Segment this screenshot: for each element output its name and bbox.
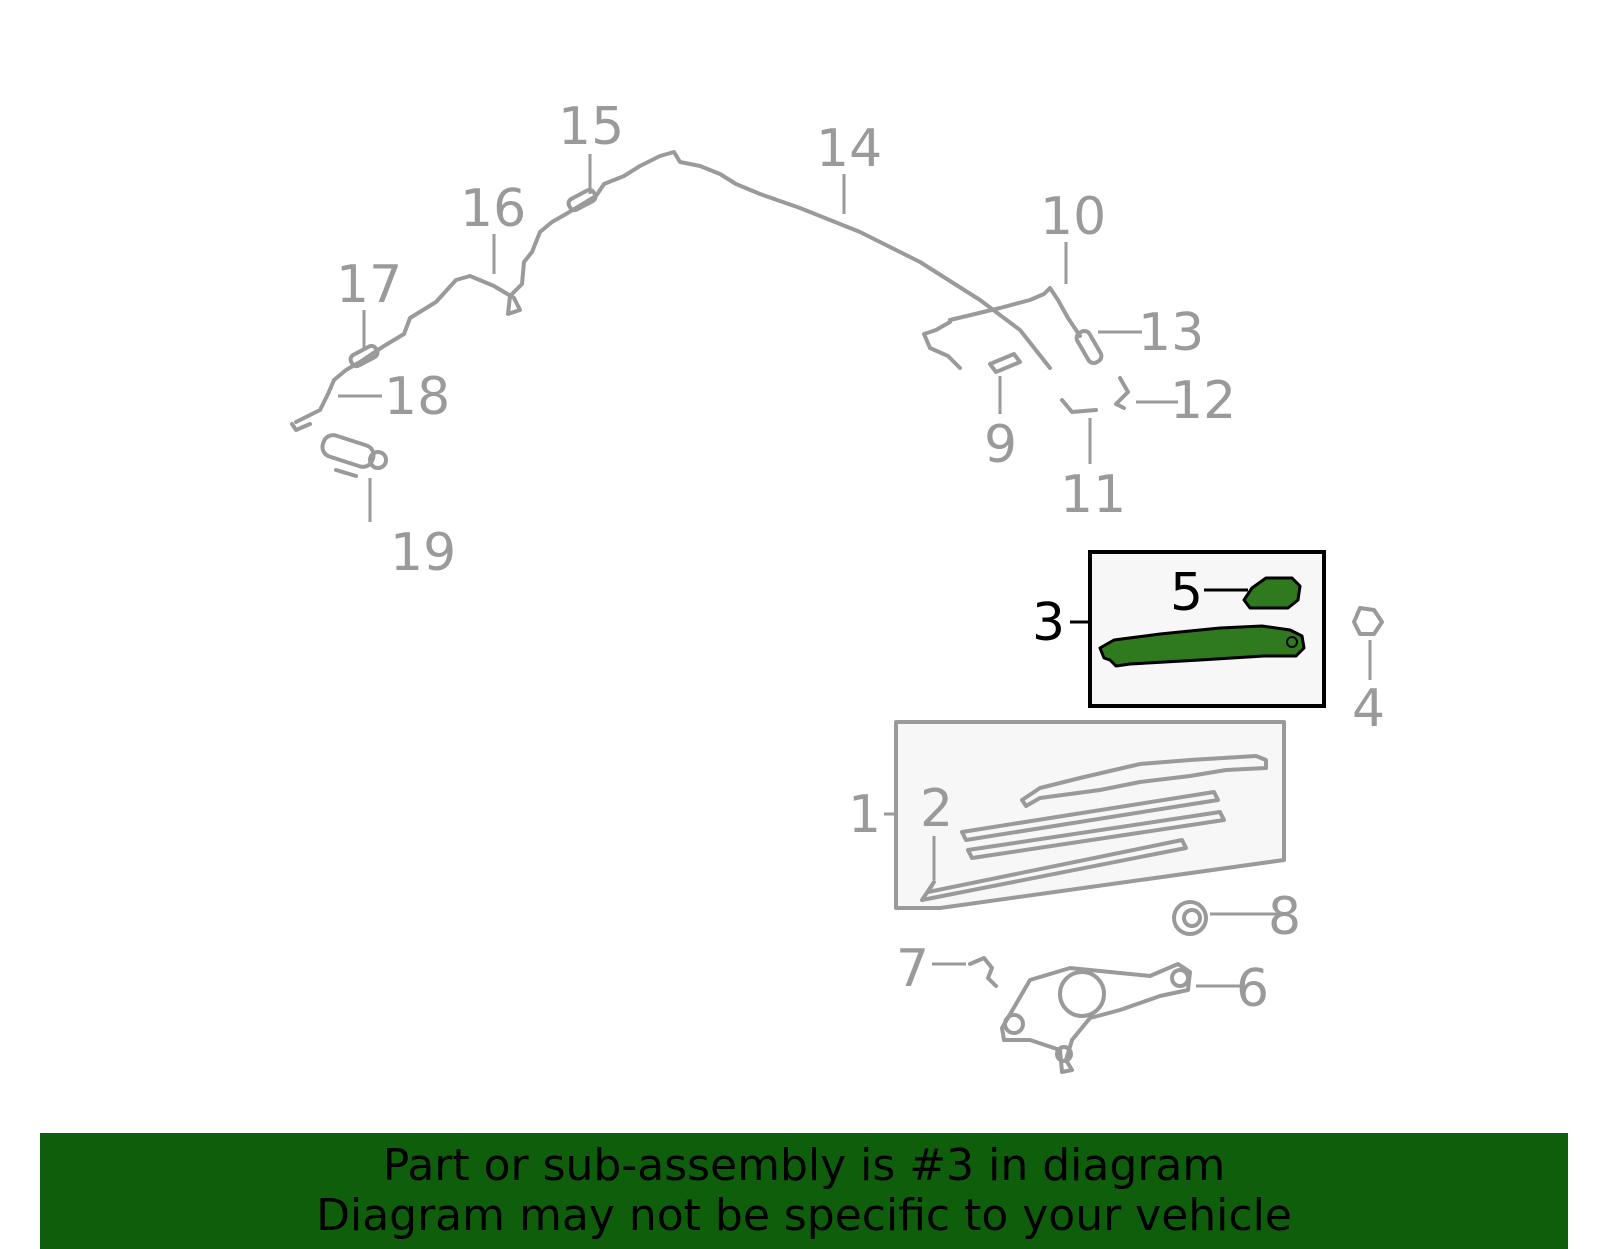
callout-17: 17 <box>336 255 402 315</box>
callout-15: 15 <box>558 97 624 157</box>
blade-rubber-part-2[interactable] <box>920 838 1188 902</box>
leader-lines <box>338 154 1372 988</box>
info-banner: Part or sub-assembly is #3 in diagram Di… <box>40 1133 1568 1249</box>
callout-8: 8 <box>1268 887 1301 947</box>
wiper-arm-part-3[interactable] <box>1098 624 1306 668</box>
callout-3: 3 <box>1032 593 1065 653</box>
blade-refill-upper <box>960 790 1220 842</box>
callout-16: 16 <box>460 179 526 239</box>
wiper-arm-cap-part-5[interactable] <box>1242 576 1302 610</box>
washer-pump-part-19[interactable] <box>320 433 388 478</box>
connector-part-13[interactable] <box>1074 328 1104 366</box>
callout-2: 2 <box>920 779 953 839</box>
callout-7: 7 <box>896 939 929 999</box>
callout-4: 4 <box>1352 679 1385 739</box>
callout-10: 10 <box>1040 187 1106 247</box>
connector-part-17[interactable] <box>348 343 380 369</box>
wiper-motor-part-6[interactable] <box>1000 962 1192 1074</box>
clip-part-9[interactable] <box>988 352 1022 374</box>
blade-frame <box>1020 754 1268 808</box>
wiper-arm-pivot <box>1286 636 1298 648</box>
callout-9: 9 <box>984 415 1017 475</box>
callout-11: 11 <box>1060 465 1126 525</box>
callout-14: 14 <box>816 119 882 179</box>
blade-assembly-box-part-1[interactable] <box>894 720 1286 910</box>
hose-branch-part-10[interactable] <box>948 286 1082 338</box>
bolt-part-7[interactable] <box>968 956 998 988</box>
cap-part-8[interactable] <box>1172 900 1208 936</box>
blade-refill-lower <box>966 810 1226 860</box>
elbow-part-11[interactable] <box>1060 398 1098 414</box>
callout-5: 5 <box>1170 563 1203 623</box>
joint-part-12[interactable] <box>1114 376 1130 410</box>
nut-part-4[interactable] <box>1352 606 1384 636</box>
callout-13: 13 <box>1138 303 1204 363</box>
banner-line-1: Part or sub-assembly is #3 in diagram <box>382 1140 1226 1191</box>
callout-12: 12 <box>1170 371 1236 431</box>
hose-loop-10 <box>922 320 962 370</box>
connector-part-15[interactable] <box>566 187 598 213</box>
hose-end-18 <box>290 422 312 432</box>
callout-1: 1 <box>848 785 881 845</box>
callout-18: 18 <box>384 367 450 427</box>
callout-19: 19 <box>390 523 456 583</box>
callout-6: 6 <box>1236 959 1269 1019</box>
banner-line-2: Diagram may not be specific to your vehi… <box>316 1190 1292 1241</box>
